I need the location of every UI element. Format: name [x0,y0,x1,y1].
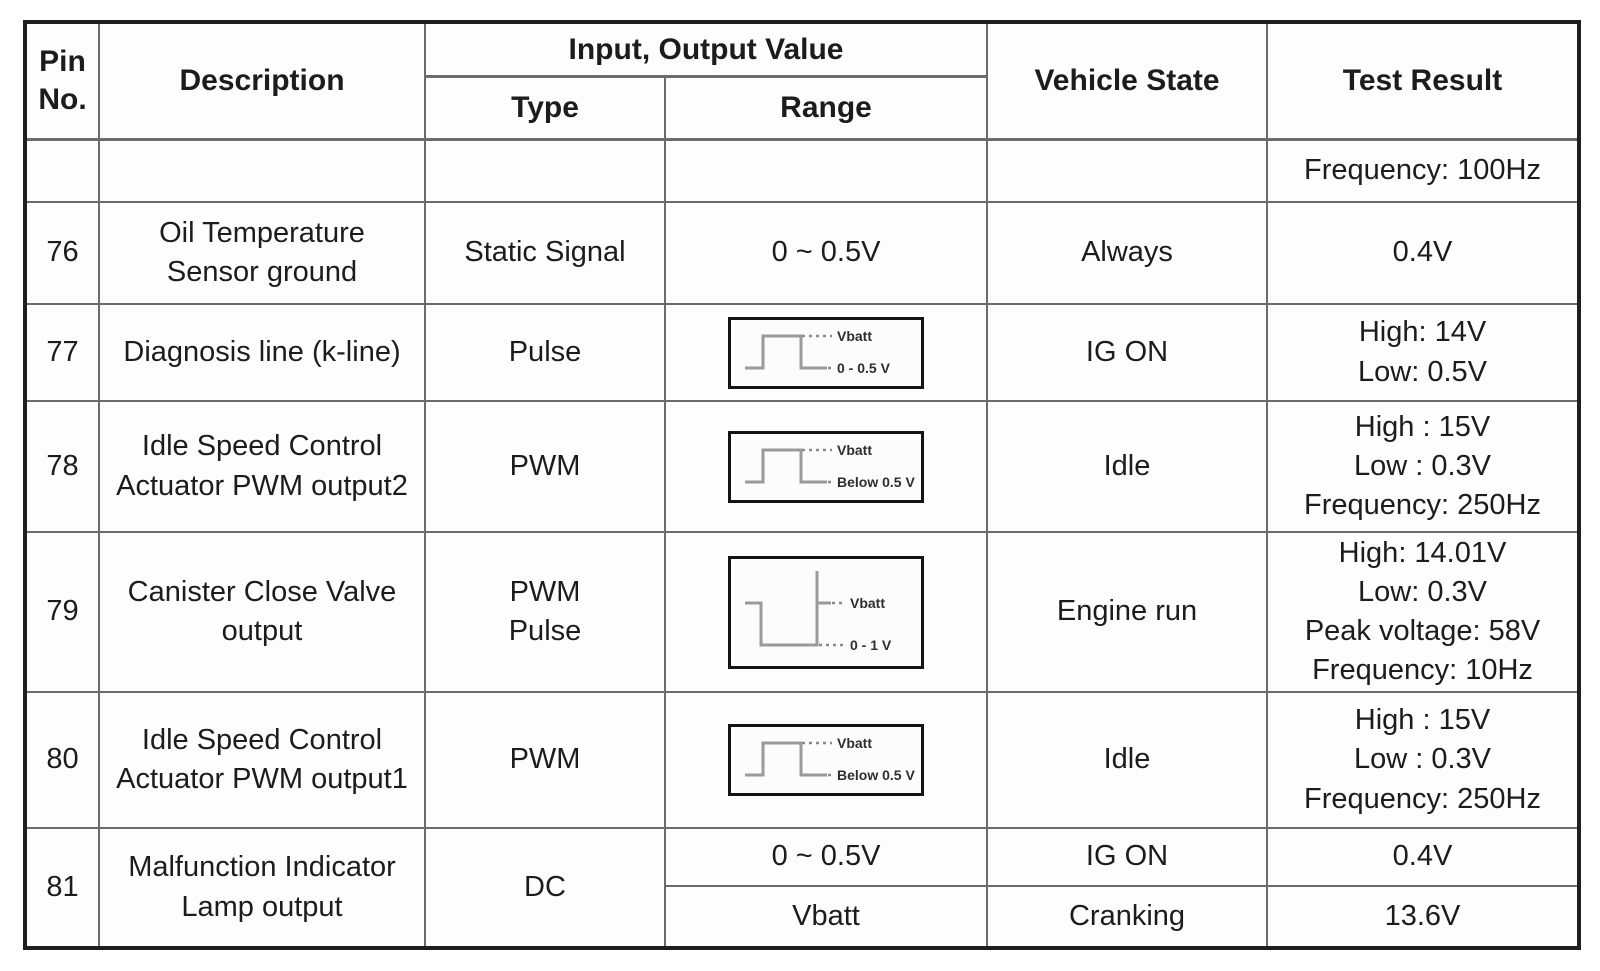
waveform-top-label: Vbatt [837,442,872,458]
pulse-waveform-diagram: Vbatt Below 0.5 V [728,724,924,796]
vehicle-state-cell: IG ON [986,827,1269,887]
description-line: Canister Close Valve [127,575,397,608]
waveform-bottom-label: 0 - 0.5 V [837,360,891,376]
header-pin-no: Pin No. [24,21,100,141]
header-vehicle-state: Vehicle State [986,21,1269,141]
test-result-line: Low : 0.3V [1354,743,1492,776]
type-cell: DC [424,827,666,949]
description-line: Idle Speed Control [141,430,383,463]
waveform-top-label: Vbatt [837,735,872,751]
type-cell: PWM [424,400,666,533]
test-result-line: Frequency: 250Hz [1304,489,1541,522]
vehicle-state-cell: Idle [986,691,1269,829]
test-result-line: Frequency: 250Hz [1304,782,1541,815]
description-cell [98,138,426,203]
pulse-waveform-diagram: Vbatt 0 - 0.5 V [728,316,924,389]
test-result-cell: High: 14.01V Low: 0.3V Peak voltage: 58V… [1266,531,1581,693]
description-cell: Diagnosis line (k-line) [98,303,426,402]
test-result-line: High : 15V [1354,410,1491,443]
header-range: Range [663,75,989,141]
description-cell: Idle Speed Control Actuator PWM output1 [98,691,426,829]
test-result-line: Frequency: 10Hz [1312,654,1533,687]
test-result-cell: 13.6V [1266,885,1581,949]
type-cell: Static Signal [424,201,666,305]
type-line: Pulse [508,615,582,647]
description-line: Lamp output [181,890,343,923]
test-result-cell: Frequency: 100Hz [1266,138,1581,203]
vehicle-state-cell: IG ON [986,303,1269,402]
pulse-waveform-diagram: Vbatt Below 0.5 V [728,430,924,503]
description-line: Actuator PWM output2 [116,469,408,502]
test-result-line: High: 14.01V [1338,536,1507,569]
type-cell: PWM [424,691,666,829]
test-result-line: Peak voltage: 58V [1304,615,1541,647]
test-result-line: High : 15V [1354,704,1491,737]
description-cell: Oil Temperature Sensor ground [98,201,426,305]
range-cell: 0 ~ 0.5V [663,201,989,305]
pin-cell: 78 [24,400,100,533]
waveform-bottom-label: Below 0.5 V [837,474,915,490]
waveform-top-label: Vbatt [837,328,872,344]
range-cell: Vbatt Below 0.5 V [663,691,989,829]
pin-cell: 80 [24,691,100,829]
range-cell: 0 ~ 0.5V [663,827,989,887]
inverted-pulse-waveform-diagram: Vbatt 0 - 1 V [728,555,924,669]
description-line: Oil Temperature [159,216,365,249]
description-line: output [221,615,303,647]
pin-cell: 81 [24,827,100,949]
description-line: Malfunction Indicator [128,851,396,884]
type-cell: PWM Pulse [424,531,666,693]
waveform-bottom-label: 0 - 1 V [850,637,892,653]
description-cell: Idle Speed Control Actuator PWM output2 [98,400,426,533]
header-test-result: Test Result [1266,21,1581,141]
description-line: Idle Speed Control [141,723,383,756]
range-cell: Vbatt Below 0.5 V [663,400,989,533]
pin-cell [24,138,100,203]
waveform-top-label: Vbatt [850,595,885,611]
header-type: Type [424,75,666,141]
header-description: Description [98,21,426,141]
vehicle-state-cell [986,138,1269,203]
range-cell: Vbatt 0 - 0.5 V [663,303,989,402]
description-cell: Canister Close Valve output [98,531,426,693]
pin-cell: 76 [24,201,100,305]
header-pin-no-line1: Pin [39,45,86,79]
test-result-line: High: 14V [1358,316,1487,349]
vehicle-state-cell: Engine run [986,531,1269,693]
vehicle-state-cell: Idle [986,400,1269,533]
test-result-line: Low: 0.3V [1358,575,1487,608]
test-result-cell: High : 15V Low : 0.3V Frequency: 250Hz [1266,691,1581,829]
range-cell: Vbatt 0 - 1 V [663,531,989,693]
vehicle-state-cell: Cranking [986,885,1269,949]
range-cell [663,138,989,203]
waveform-bottom-label: Below 0.5 V [837,767,915,783]
test-result-cell: High : 15V Low : 0.3V Frequency: 250Hz [1266,400,1581,533]
test-result-line: Low: 0.5V [1358,355,1487,388]
type-cell: Pulse [424,303,666,402]
type-line: PWM [509,575,581,608]
header-pin-no-line2: No. [38,82,87,116]
header-io-value: Input, Output Value [423,21,989,78]
description-line: Sensor ground [166,256,358,288]
description-cell: Malfunction Indicator Lamp output [98,827,426,949]
range-cell: Vbatt [663,885,989,949]
ecu-pin-test-table: Pin No. Description Input, Output Value … [23,20,1582,950]
description-line: Actuator PWM output1 [116,763,408,795]
test-result-cell: 0.4V [1266,201,1581,305]
pin-cell: 79 [24,531,100,693]
pin-cell: 77 [24,303,100,402]
test-result-line: Low : 0.3V [1354,449,1492,482]
test-result-cell: High: 14V Low: 0.5V [1266,303,1581,402]
vehicle-state-cell: Always [986,201,1269,305]
test-result-cell: 0.4V [1266,827,1581,887]
type-cell [424,138,666,203]
